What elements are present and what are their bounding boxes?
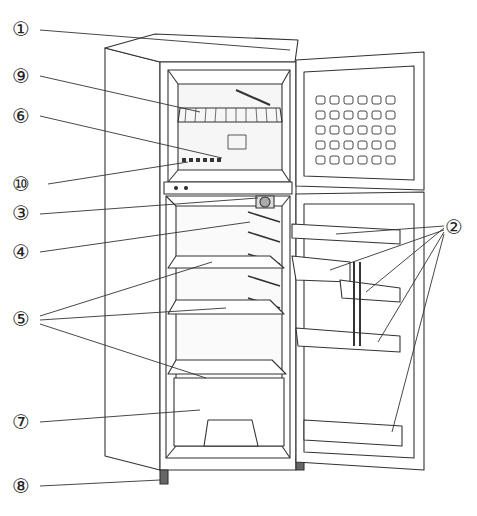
callout-number: ⑩ [12,174,30,194]
callout-number: ⑥ [12,106,30,126]
callout-number: ① [12,19,30,39]
callout-number: ⑦ [12,412,30,432]
callout-number: ④ [12,242,30,262]
callout-number: ③ [12,203,30,223]
callout-number: ⑤ [12,309,30,329]
callout-number: ② [445,217,463,237]
callout-number: ⑧ [12,476,30,496]
callout-number: ⑨ [12,66,30,86]
